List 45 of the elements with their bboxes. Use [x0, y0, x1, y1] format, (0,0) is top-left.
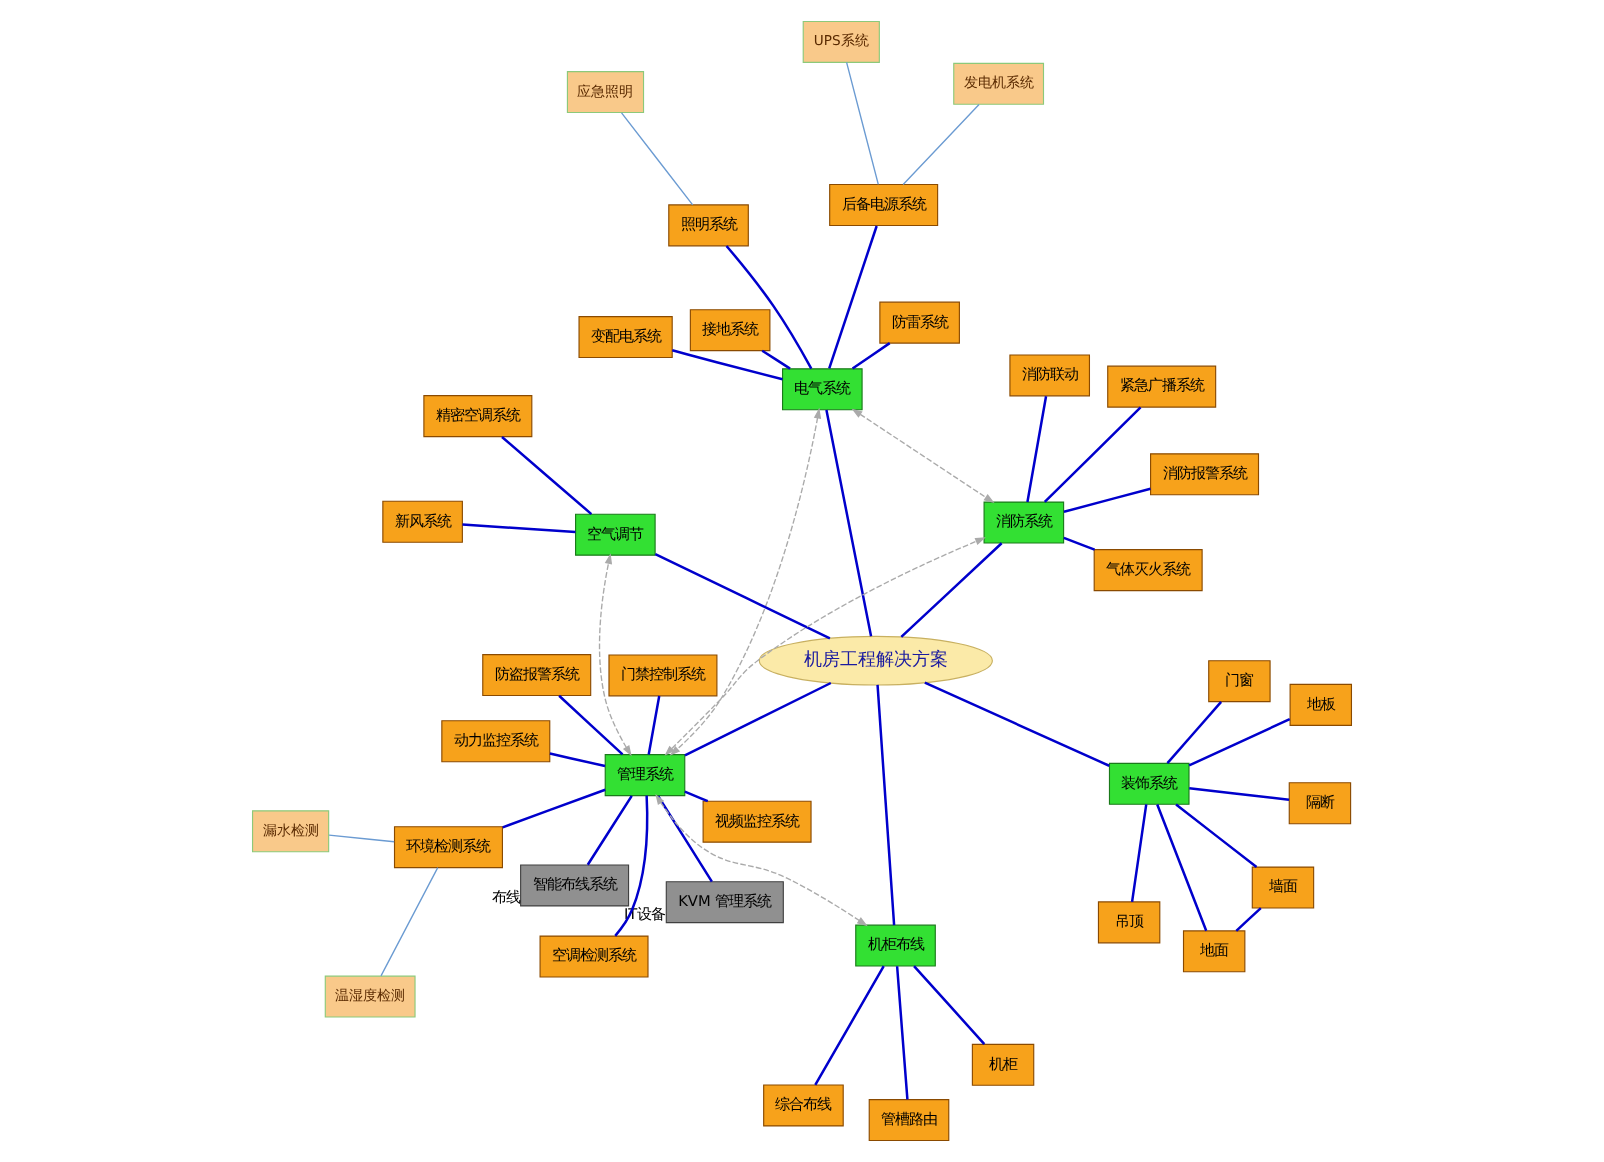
- connector: [558, 694, 624, 756]
- connector: [671, 349, 783, 381]
- connector: [725, 245, 813, 370]
- connector: [380, 867, 439, 977]
- connector: [913, 965, 986, 1045]
- connector: [1235, 907, 1262, 932]
- connector: [1130, 804, 1148, 903]
- arrow: [598, 553, 632, 757]
- connector: [845, 61, 879, 186]
- connector: [586, 795, 633, 866]
- connector: [657, 795, 713, 883]
- connector: [1175, 803, 1258, 868]
- connector: [1156, 804, 1208, 932]
- connector: [684, 790, 709, 803]
- connector: [825, 409, 873, 637]
- connector: [814, 965, 885, 1086]
- node-ellipse: 机房工程解决方案: [758, 635, 993, 686]
- connector: [549, 752, 606, 768]
- connector: [614, 795, 649, 937]
- connector: [851, 342, 891, 370]
- arrow: [669, 407, 822, 756]
- connector: [895, 966, 909, 1100]
- connector: [1166, 701, 1223, 764]
- connector: [502, 788, 606, 829]
- connector: [620, 112, 694, 206]
- connector: [328, 834, 395, 843]
- connector: [924, 681, 1110, 767]
- connector: [761, 349, 791, 370]
- connector: [900, 542, 1003, 638]
- connector: [654, 552, 831, 640]
- connector: [1063, 487, 1151, 513]
- connector: [1026, 395, 1048, 503]
- connector: [902, 103, 980, 186]
- arrow: [664, 537, 986, 756]
- connector: [876, 684, 896, 926]
- arrow: [851, 408, 995, 504]
- connector: [1188, 718, 1291, 767]
- connector: [462, 523, 576, 534]
- connector: [647, 695, 661, 755]
- connector: [684, 681, 832, 757]
- connector: [1063, 536, 1096, 551]
- connector: [828, 225, 878, 369]
- connector: [501, 436, 593, 516]
- connector: [1189, 787, 1290, 801]
- connector: [1043, 406, 1142, 503]
